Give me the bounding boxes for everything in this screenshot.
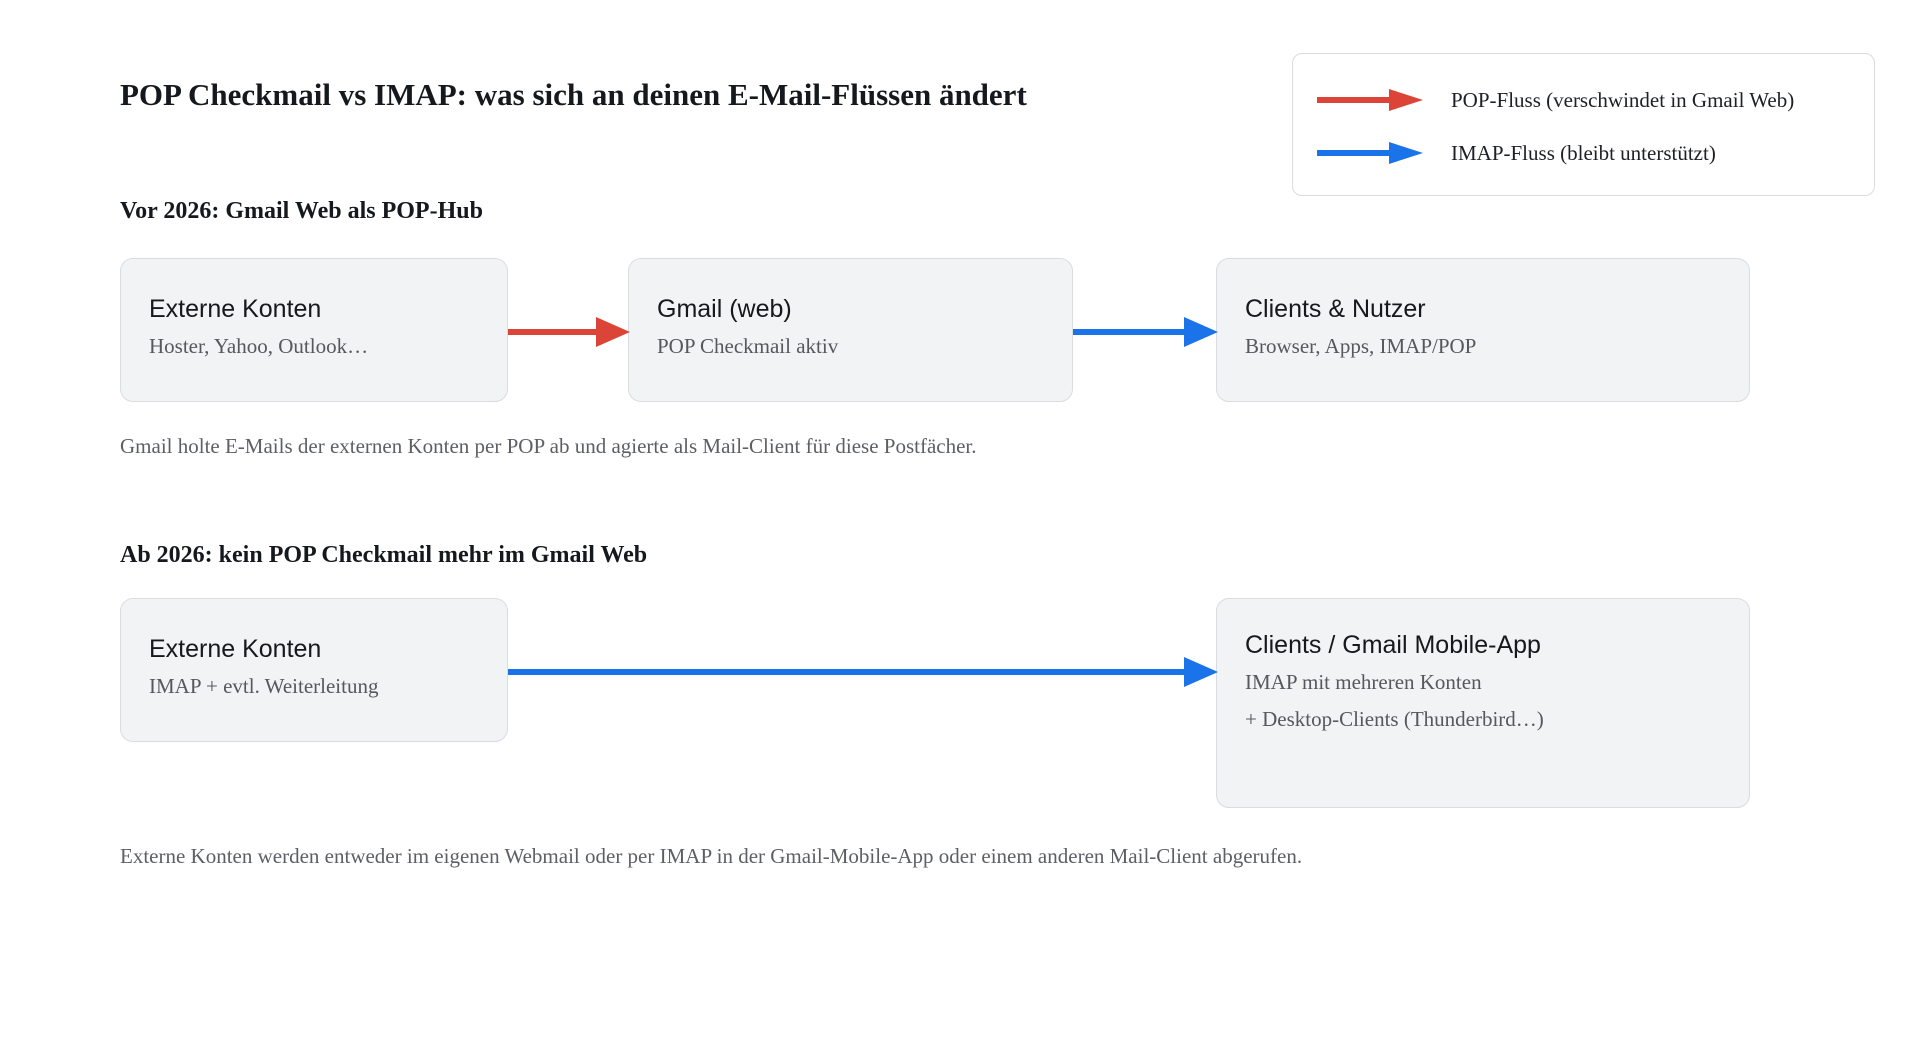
legend-item-label: IMAP-Fluss (bleibt unterstützt) (1451, 141, 1716, 165)
arrow-pop-flow-icon (508, 310, 630, 354)
legend: POP-Fluss (verschwindet in Gmail Web) IM… (1292, 53, 1875, 196)
arrow-imap-flow-icon (1073, 310, 1218, 354)
section-heading-before-2026: Vor 2026: Gmail Web als POP-Hub (120, 198, 483, 224)
legend-item-label: POP-Fluss (verschwindet in Gmail Web) (1451, 88, 1795, 112)
node-clients-nutzer: Clients & Nutzer Browser, Apps, IMAP/POP (1216, 258, 1750, 402)
node-title: Externe Konten (149, 295, 322, 323)
node-text-block: Gmail (web) POP Checkmail aktiv (657, 293, 1052, 362)
node-title: Clients & Nutzer (1245, 295, 1426, 323)
node-title: Clients / Gmail Mobile-App (1245, 631, 1541, 659)
node-subtitle-line-1: IMAP mit mehreren Konten (1245, 670, 1482, 694)
node-text-block: Externe Konten IMAP + evtl. Weiterleitun… (149, 633, 487, 702)
blue-arrow-icon (1315, 140, 1423, 166)
node-text-block: Externe Konten Hoster, Yahoo, Outlook… (149, 293, 487, 362)
node-subtitle: POP Checkmail aktiv (657, 334, 839, 358)
section-caption-before-2026: Gmail holte E-Mails der externen Konten … (120, 434, 977, 458)
node-clients-gmail-mobile-app: Clients / Gmail Mobile-App IMAP mit mehr… (1216, 598, 1750, 808)
node-subtitle-line-2: + Desktop-Clients (Thunderbird…) (1245, 707, 1544, 731)
node-text-block: Clients & Nutzer Browser, Apps, IMAP/POP (1245, 293, 1729, 362)
node-subtitle: Hoster, Yahoo, Outlook… (149, 334, 369, 358)
section-caption-from-2026: Externe Konten werden entweder im eigene… (120, 844, 1303, 868)
node-subtitle: Browser, Apps, IMAP/POP (1245, 334, 1477, 358)
section-heading-from-2026: Ab 2026: kein POP Checkmail mehr im Gmai… (120, 542, 648, 568)
node-text-block: Clients / Gmail Mobile-App IMAP mit mehr… (1245, 629, 1729, 735)
legend-item-pop-flow: POP-Fluss (verschwindet in Gmail Web) (1315, 87, 1794, 113)
node-subtitle: IMAP + evtl. Weiterleitung (149, 674, 379, 698)
node-externe-konten-before: Externe Konten Hoster, Yahoo, Outlook… (120, 258, 508, 402)
node-title: Gmail (web) (657, 295, 792, 323)
page-title: POP Checkmail vs IMAP: was sich an deine… (120, 77, 1027, 112)
node-title: Externe Konten (149, 635, 322, 663)
node-gmail-web: Gmail (web) POP Checkmail aktiv (628, 258, 1073, 402)
arrow-imap-flow-icon (508, 650, 1218, 694)
red-arrow-icon (1315, 87, 1423, 113)
node-externe-konten-after: Externe Konten IMAP + evtl. Weiterleitun… (120, 598, 508, 742)
legend-item-imap-flow: IMAP-Fluss (bleibt unterstützt) (1315, 140, 1716, 166)
